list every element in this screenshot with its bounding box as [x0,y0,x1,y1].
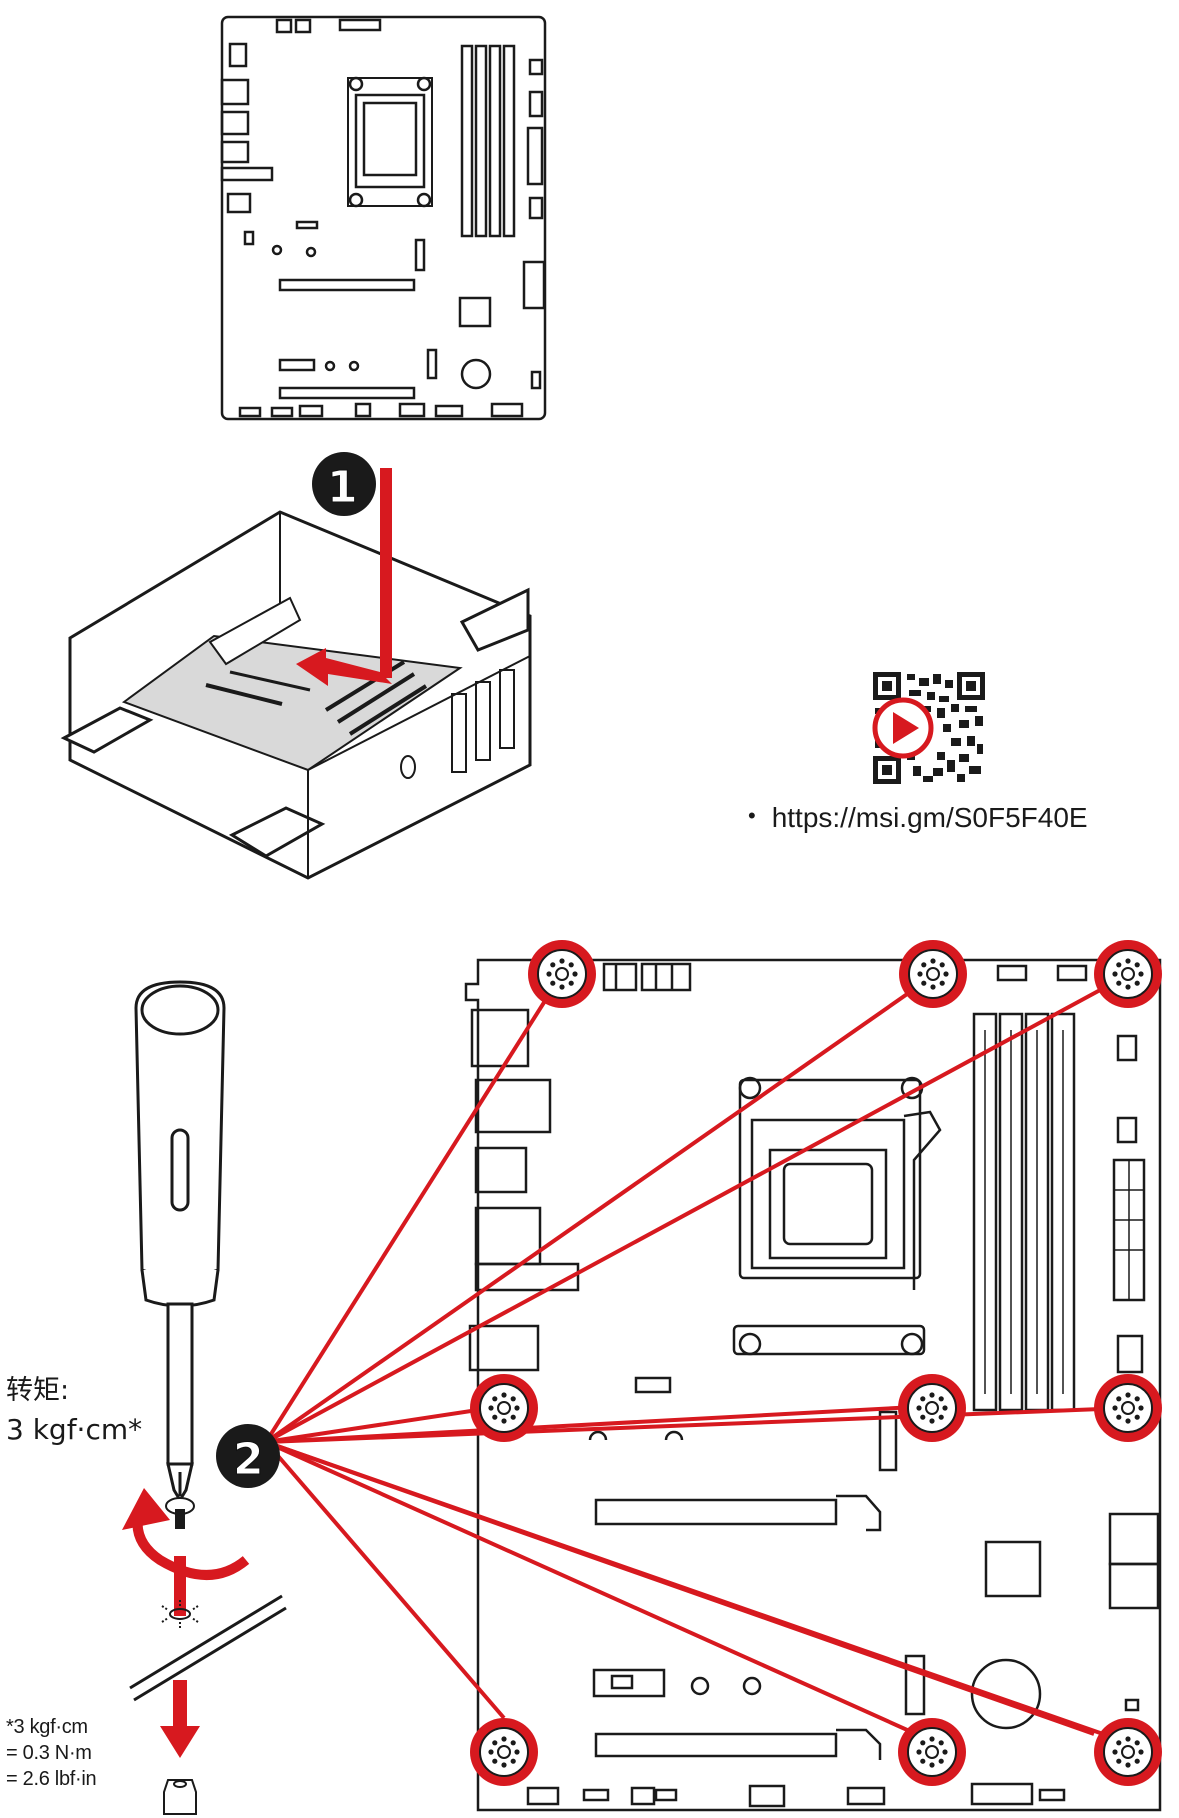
standoff-down-arrow [160,1680,200,1758]
standoff-marker-top-right [1093,939,1163,1009]
board-edge [129,1594,287,1702]
standoff-marker-bottom-left [469,1717,539,1787]
torque-label: 转矩: [6,1375,70,1406]
standoff-marker-mid-center [897,1373,967,1443]
standoff-marker-top-center [898,939,968,1009]
torque-conversion-kgf: *3 kgf·cm [6,1716,88,1738]
rotate-arrow-head [122,1488,170,1530]
video-link-row: • https://msi.gm/S0F5F40E [748,802,1088,834]
step-1-marker: 1 [312,452,376,516]
bullet-icon: • [748,803,756,828]
motherboard-top [220,15,547,421]
placement-arrow [296,468,392,686]
standoff-lines [264,972,1127,1744]
standoff-marker-top-left [527,939,597,1009]
screwdriver-icon [134,980,226,1503]
rotate-arrow-icon [132,1506,250,1580]
torque-value: 3 kgf·cm* [6,1413,143,1446]
standoff-marker-mid-right [1093,1373,1163,1443]
standoff-icon [163,1779,197,1815]
step-2-marker: 2 [216,1424,280,1488]
screw-down-arrow-top [174,1556,186,1616]
step-1-number: 1 [327,462,358,513]
board-hole [161,1600,199,1628]
qr-code-icon [872,672,985,784]
standoff-marker-bottom-right [1093,1717,1163,1787]
chassis-board [121,596,463,772]
standoff-marker-mid-left [469,1373,539,1443]
torque-conversion-lbf: = 2.6 lbf·in [6,1768,97,1790]
standoff-marker-bottom-center [897,1717,967,1787]
torque-conversion-nm: = 0.3 N·m [6,1742,92,1764]
motherboard-bottom [464,958,1162,1812]
video-link[interactable]: https://msi.gm/S0F5F40E [771,802,1088,833]
screw-icon [165,1497,195,1529]
play-icon [872,697,934,759]
step-2-number: 2 [233,1434,264,1485]
